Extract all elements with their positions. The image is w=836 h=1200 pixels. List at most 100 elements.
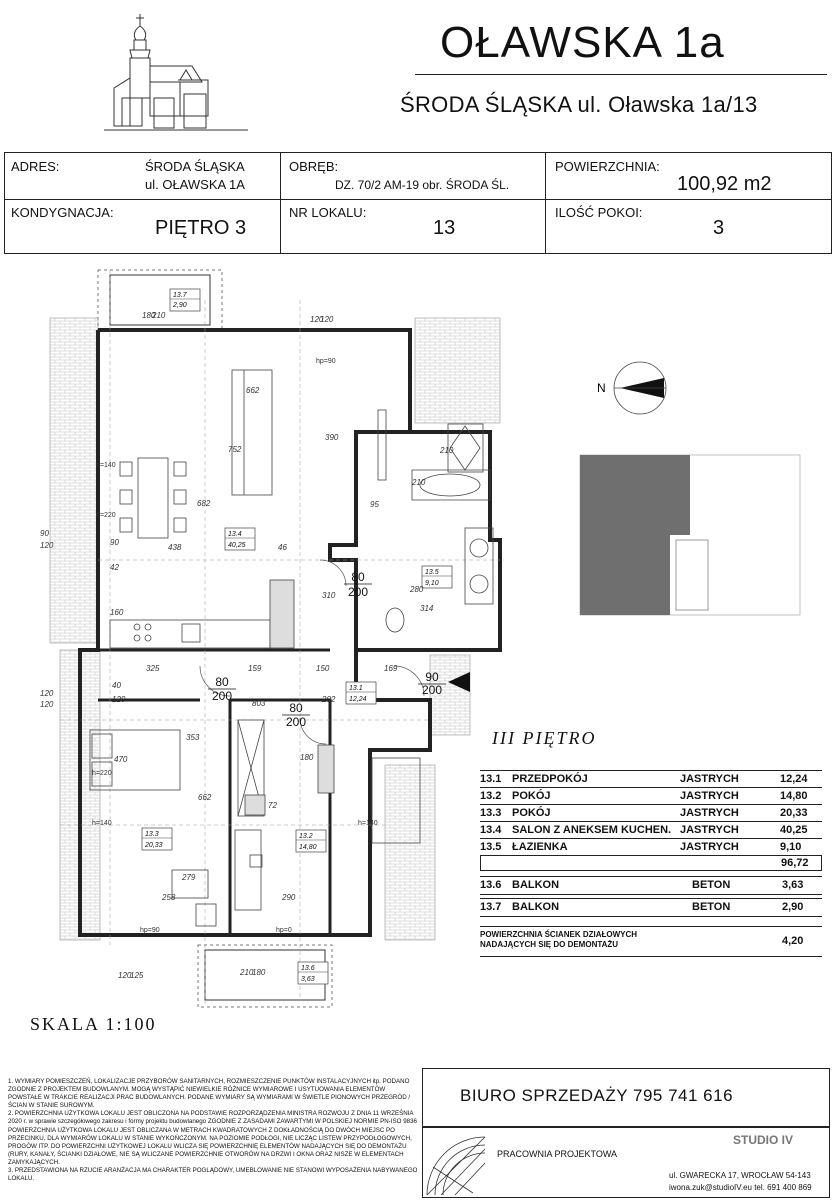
scale-label: SKALA 1:100 — [30, 1014, 157, 1034]
title-underline — [415, 74, 827, 75]
note-1: 1. WYMIARY POMIESZCZEŃ, LOKALIZACJE PRZY… — [8, 1078, 411, 1110]
pokoi-value: 3 — [713, 217, 725, 239]
door-sizes: 80 200 80 200 90 200 80 200 — [208, 570, 446, 729]
partition-area: 4,20 — [782, 935, 804, 947]
dim-310: 310 — [322, 591, 336, 600]
note-3: 3. PRZEDSTAWIONA NA RZUCIE ARANŻACJA MA … — [8, 1167, 418, 1183]
compass-icon: N — [597, 361, 667, 415]
door-2-h: 200 — [212, 689, 232, 703]
dim-180b: 180 — [300, 753, 314, 762]
dim-210c: 210 — [151, 311, 166, 320]
dim-210a: 210 — [439, 446, 454, 455]
pokoi-label: ILOŚĆ POKOI: — [555, 205, 643, 220]
dim-662b: 662 — [198, 793, 212, 802]
door-4-w: 80 — [289, 701, 303, 715]
dim-90a: 90 — [110, 538, 119, 547]
door-swings — [199, 559, 425, 745]
dim-390: 390 — [325, 433, 339, 442]
door-3-h: 200 — [422, 683, 442, 697]
adres-label: ADRES: — [11, 159, 60, 174]
legend-total: 96,72 — [781, 857, 809, 869]
tag-13-5-id: 13.5 — [425, 569, 439, 576]
powierzchnia-label: POWIERZCHNIA: — [555, 159, 660, 174]
bed-room-13-2 — [371, 757, 421, 844]
studio-box: PRACOWNIA PROJEKTOWA STUDIO IV ul. GWARE… — [422, 1126, 830, 1198]
sales-phone: BIURO SPRZEDAŻY 795 741 616 — [460, 1086, 734, 1105]
dim-120b: 120 — [320, 315, 334, 324]
dim-290: 290 — [281, 893, 296, 902]
tag-13-4-area: 40,25 — [228, 542, 246, 549]
dim-120d: 120 — [40, 689, 54, 698]
tag-13-4-id: 13.4 — [228, 531, 242, 538]
sofa — [231, 369, 273, 496]
building-title: OŁAWSKA 1a — [440, 18, 725, 67]
dim-125: 125 — [130, 971, 144, 980]
balcony-13-7 — [97, 269, 223, 331]
dim-120e: 120 — [40, 700, 54, 709]
dim-95: 95 — [370, 500, 379, 509]
dim-438: 438 — [168, 543, 182, 552]
studio-name: STUDIO IV — [733, 1133, 794, 1147]
dim-210b: 210 — [411, 478, 426, 487]
sales-box — [422, 1068, 830, 1128]
tag-13-3-area: 20,33 — [144, 842, 163, 849]
kondygnacja-label: KONDYGNACJA: — [11, 205, 114, 220]
compass-letter: N — [597, 381, 606, 395]
h220-a: h=220 — [96, 512, 116, 519]
dim-682: 682 — [197, 499, 211, 508]
hp90-top: hp=90 — [316, 358, 336, 365]
dining-table — [119, 457, 187, 539]
church-logo — [104, 14, 248, 131]
tag-13-6-id: 13.6 — [301, 965, 315, 972]
dim-160: 160 — [110, 608, 124, 617]
bathroom-fixtures — [385, 423, 494, 633]
dim-210d: 210 — [239, 968, 254, 977]
studio-label: PRACOWNIA PROJEKTOWA — [497, 1149, 618, 1159]
studio-address: ul. GWARECKA 17, WROCŁAW 54-143 — [669, 1171, 811, 1180]
powierzchnia-value: 100,92 m2 — [677, 173, 772, 195]
dim-752: 752 — [228, 445, 242, 454]
dim-120f: 120 — [112, 695, 126, 704]
dim-325: 325 — [146, 664, 160, 673]
tag-13-1-area: 12,24 — [349, 696, 367, 703]
obreb-label: OBRĘB: — [289, 159, 339, 174]
door-1-w: 80 — [351, 570, 365, 584]
dim-280: 280 — [409, 585, 424, 594]
notes: 1. WYMIARY POMIESZCZEŃ, LOKALIZACJE PRZY… — [8, 1078, 418, 1183]
door-1-h: 200 — [348, 585, 368, 599]
tag-13-5-area: 9,10 — [425, 580, 439, 587]
dim-314: 314 — [420, 604, 434, 613]
note-2: 2. POWIERZCHNIA UŻYTKOWA LOKALU JEST OBL… — [8, 1110, 417, 1166]
partition-line2: NADAJĄCYCH SIĘ DO DEMONTAŻU — [480, 940, 619, 949]
obreb-value: DZ. 70/2 AM-19 obr. ŚRODA ŚL. — [335, 178, 510, 192]
h140-c: h=140 — [358, 820, 378, 827]
dim-279: 279 — [181, 873, 196, 882]
tag-13-7-area: 2,90 — [172, 302, 187, 309]
key-plan — [579, 454, 801, 616]
dim-159: 159 — [248, 664, 262, 673]
dim-803: 803 — [252, 699, 266, 708]
dim-258: 258 — [161, 893, 176, 902]
studio-contact: iwona.zuk@studioIV.eu tel. 691 400 869 — [669, 1183, 812, 1192]
nr-lokalu-label: NR LOKALU: — [289, 205, 367, 220]
h140-b: h=140 — [92, 820, 112, 827]
tag-13-3-id: 13.3 — [145, 831, 159, 838]
dimensions: 662 752 390 682 438 46 95 90 42 160 310 … — [40, 311, 454, 980]
nr-lokalu-value: 13 — [433, 217, 456, 239]
tag-13-1-id: 13.1 — [349, 685, 363, 692]
adres-line2: ul. OŁAWSKA 1A — [145, 177, 245, 192]
desks — [171, 829, 263, 927]
dim-169: 169 — [384, 664, 398, 673]
dim-202: 202 — [321, 695, 336, 704]
dim-46: 46 — [278, 543, 287, 552]
h220-b: h=220 — [92, 770, 112, 777]
tag-13-6-area: 3,63 — [301, 976, 315, 983]
room-tags: 13.7 2,90 13.4 40,25 13.5 9,10 13.1 12,2… — [141, 288, 453, 985]
